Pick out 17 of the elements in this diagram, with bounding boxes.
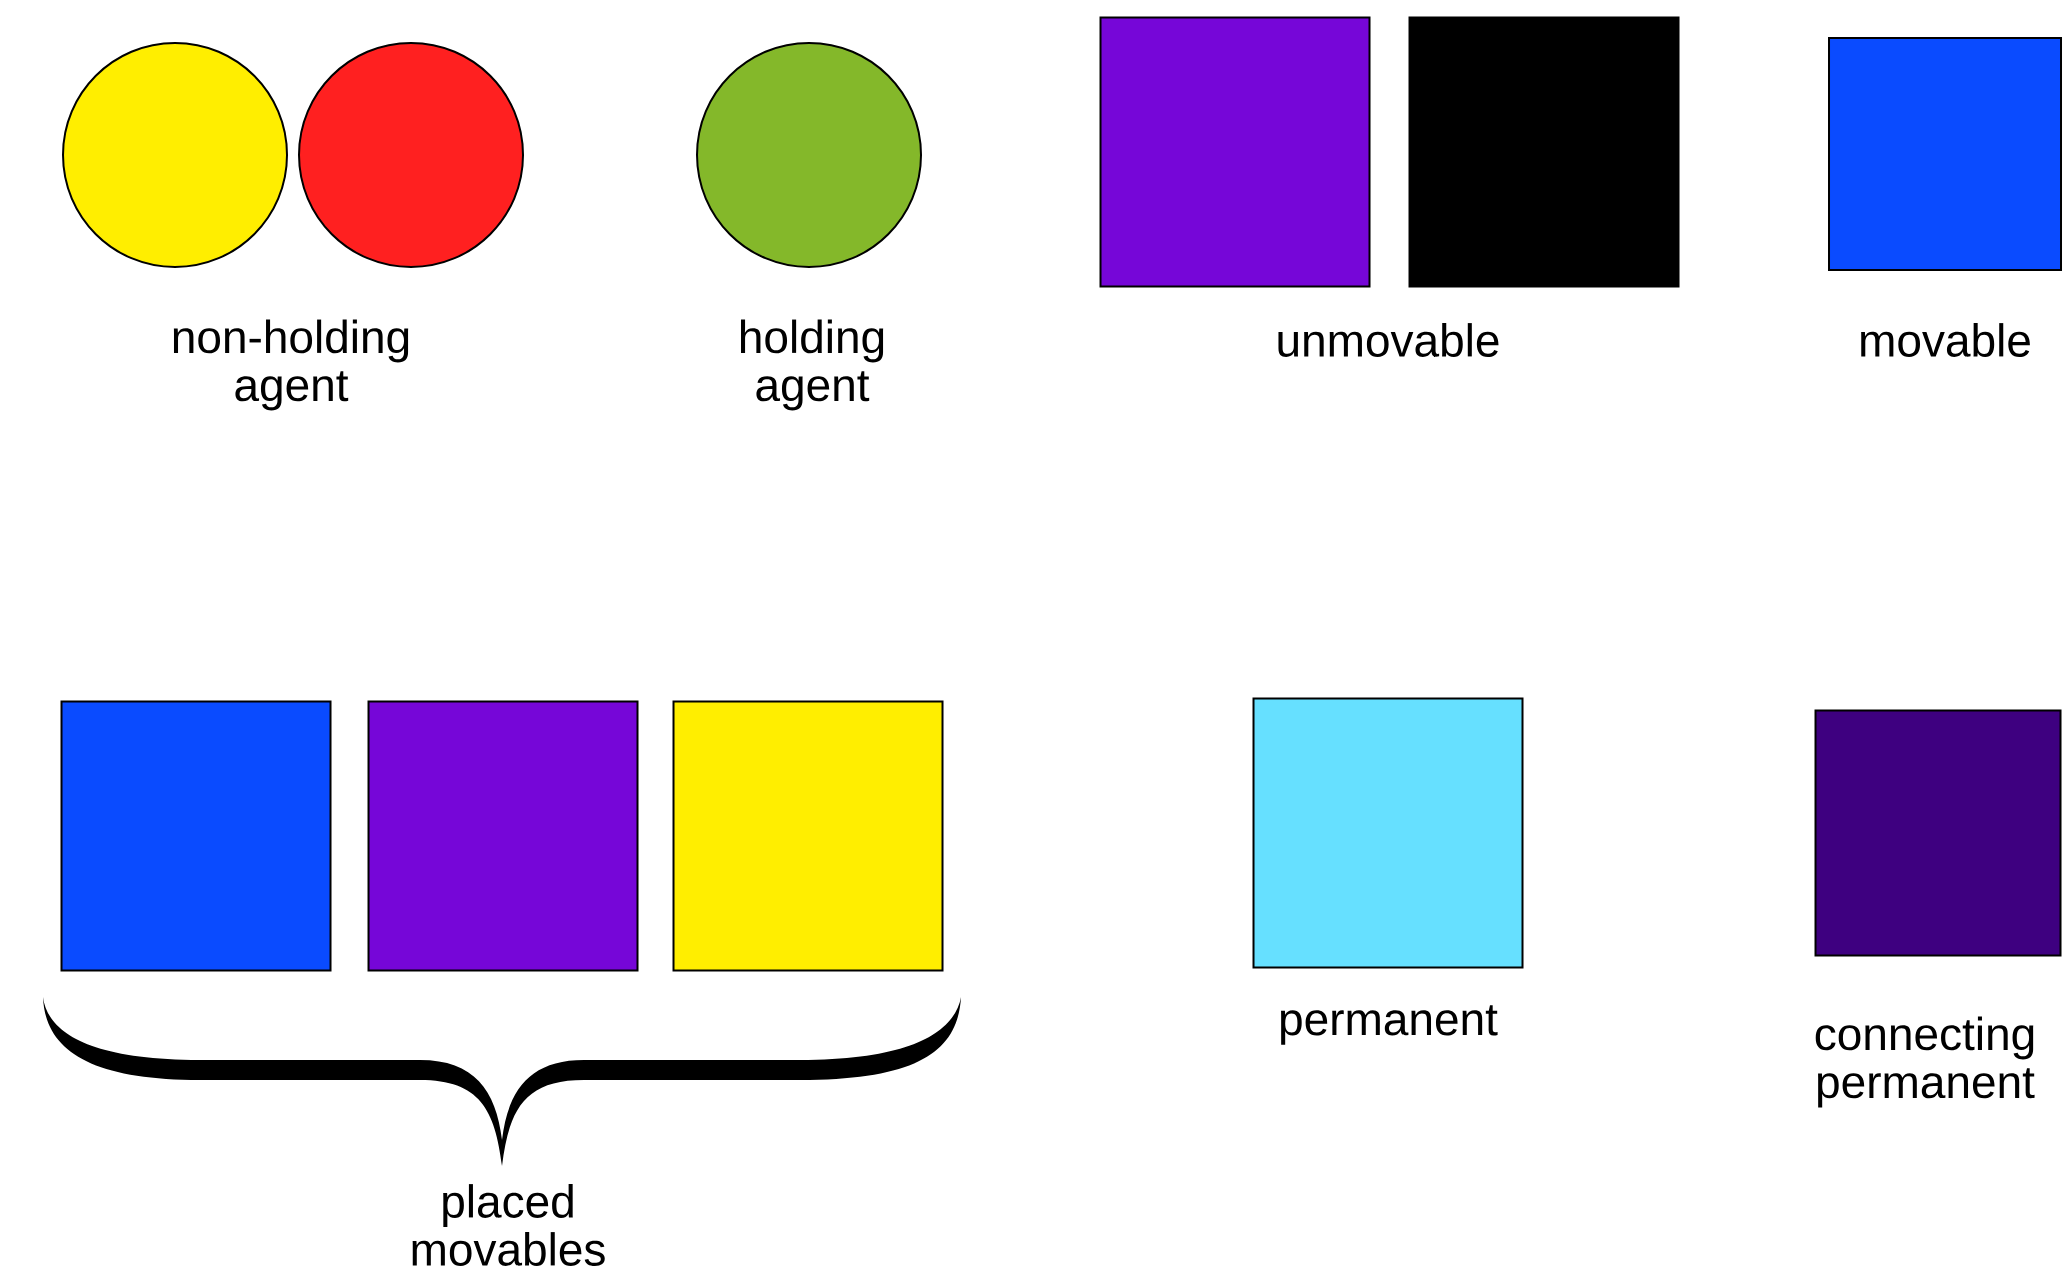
- square: [1828, 37, 2062, 271]
- caption: movable: [1861, 323, 2030, 357]
- caption: placed movables: [412, 1184, 605, 1266]
- caption: holding agent: [741, 319, 884, 411]
- square: [1814, 709, 2062, 957]
- square: [60, 700, 332, 972]
- square: [367, 700, 639, 972]
- caption: connecting permanent: [1815, 1016, 2035, 1108]
- circle: [696, 42, 922, 268]
- circle: [298, 42, 524, 268]
- square: [1099, 16, 1371, 288]
- circle: [62, 42, 288, 268]
- square: [672, 700, 944, 972]
- caption: unmovable: [1278, 323, 1499, 357]
- square: [1408, 16, 1680, 288]
- square: [1252, 697, 1524, 969]
- caption: non-holding agent: [173, 319, 409, 411]
